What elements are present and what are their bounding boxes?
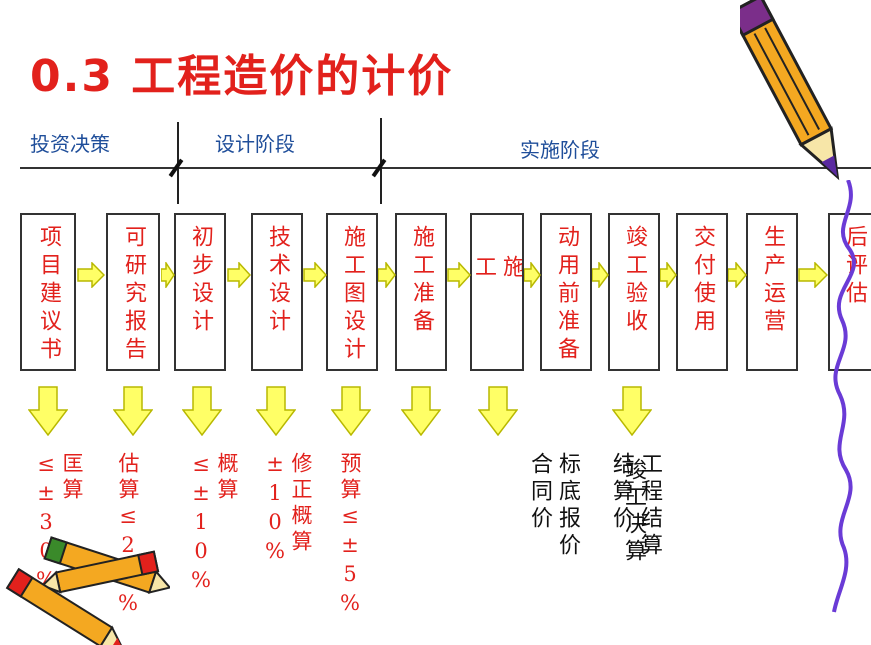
step-construction-drawing-design: 施工图设计 [326, 213, 378, 371]
right-arrow-icon [798, 262, 828, 288]
right-arrow-icon [728, 262, 747, 288]
step-feasibility-report: 可研究报告 [106, 213, 160, 371]
right-arrow-icon [303, 262, 327, 288]
estimate-settlement-price-col: 结算价 [609, 452, 634, 533]
step-technical-design: 技术设计 [251, 213, 303, 371]
timeline-line [20, 167, 871, 169]
step-preliminary-design: 初步设计 [174, 213, 226, 371]
estimate-budget-estimate: 概算≤±10% [189, 452, 239, 597]
step-delivery-use: 交付使用 [676, 213, 728, 371]
estimate-investment: 估算≤20% [116, 452, 140, 620]
down-arrow-icon [256, 386, 296, 436]
step-construction-preparation: 施工准备 [395, 213, 447, 371]
estimate-contract-col: 合同价 [527, 452, 552, 533]
step-project-proposal: 项目建议书 [20, 213, 76, 371]
step-production-operation: 生产运营 [746, 213, 798, 371]
right-arrow-icon [378, 262, 396, 288]
phase-label-design: 设计阶段 [215, 132, 295, 156]
right-arrow-icon [660, 262, 677, 288]
crayon-icon [5, 536, 170, 645]
down-arrow-icon [182, 386, 222, 436]
right-arrow-icon [161, 262, 175, 288]
estimate-construction-budget: 预算≤±5% [338, 452, 362, 620]
down-arrow-icon [331, 386, 371, 436]
estimate-settlement-col: 工程结算 [637, 452, 662, 560]
right-arrow-icon [227, 262, 251, 288]
estimate-rough-calc: 匡算≤±30% [34, 452, 84, 597]
down-arrow-icon [478, 386, 518, 436]
step-completion-acceptance: 竣工验收 [608, 213, 660, 371]
estimate-tender-col: 标底报价 [555, 452, 580, 560]
estimate-revised-budget: 修正概算±10% [263, 452, 313, 568]
estimate-tender-contract: 标底报价 合同价 [396, 452, 580, 560]
scribble-line-icon [832, 180, 856, 613]
phase-label-decision: 投资决策 [30, 132, 110, 156]
step-construction: 施 工 [470, 213, 524, 371]
step-post-evaluation: 后评估 [828, 213, 871, 371]
down-arrow-icon [401, 386, 441, 436]
down-arrow-icon [28, 386, 68, 436]
page-title: 0.3 工程造价的计价 [30, 51, 454, 102]
estimate-settlement: 工程结算 结算价 [478, 452, 662, 560]
right-arrow-icon [524, 262, 541, 288]
right-arrow-icon [447, 262, 471, 288]
right-arrow-icon [77, 262, 105, 288]
estimate-final-accounts: 竣工决算 [621, 458, 646, 566]
down-arrow-icon [113, 386, 153, 436]
step-pre-operation-preparation: 动用前准备 [540, 213, 592, 371]
pencil-icon [740, 0, 840, 181]
down-arrow-icon [612, 386, 652, 436]
phase-label-implementation: 实施阶段 [520, 138, 600, 162]
right-arrow-icon [592, 262, 609, 288]
